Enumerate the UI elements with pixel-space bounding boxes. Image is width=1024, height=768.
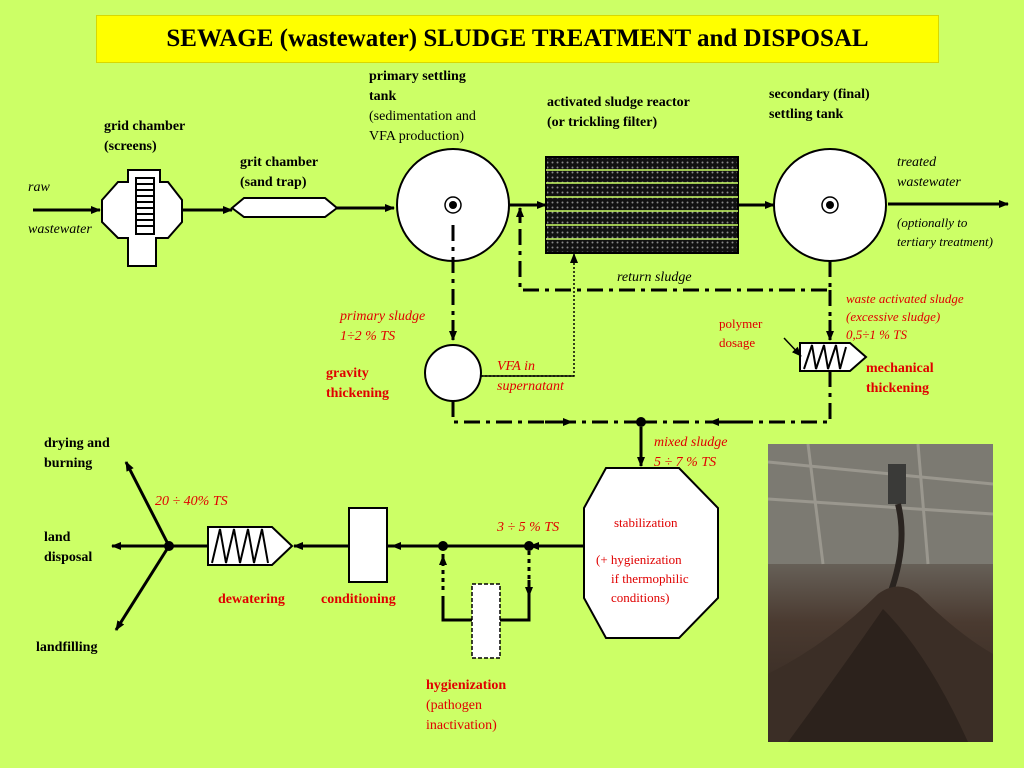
land-disposal-label-2: disposal: [44, 550, 93, 565]
hygienization-sub-2: inactivation): [426, 718, 497, 733]
drying-label: drying and: [44, 436, 110, 451]
stabilization-sub-2: if thermophilic: [611, 571, 689, 586]
stabilization-label: stabilization: [614, 515, 678, 530]
raw-label: raw: [28, 180, 50, 195]
ts-3-5-label: 3 ÷ 5 % TS: [497, 520, 560, 535]
return-sludge-line: [518, 208, 832, 292]
treated-label-2: wastewater: [897, 175, 961, 190]
secondary-settling-tank: [773, 148, 887, 262]
stabilization-sub: (+ hygienization: [596, 552, 682, 567]
grit-chamber: [230, 197, 339, 218]
mixed-sludge-label: mixed sludge: [654, 435, 728, 450]
grid-chamber-sub: (screens): [104, 139, 157, 154]
mixed-sludge-ts: 5 ÷ 7 % TS: [654, 455, 717, 470]
page-title: SEWAGE (wastewater) SLUDGE TREATMENT and…: [96, 15, 939, 63]
drying-label-2: burning: [44, 456, 93, 471]
primary-sludge-ts: 1÷2 % TS: [340, 329, 396, 344]
conditioning-unit: [348, 507, 388, 583]
mechanical-thickener: [799, 342, 868, 372]
polymer-label-2: dosage: [719, 335, 756, 350]
gravity-thickening-label: gravity: [326, 366, 369, 381]
gravity-thickener: [424, 344, 482, 402]
primary-settling-tank: [396, 148, 510, 262]
stabilization-sub-3: conditions): [611, 590, 670, 605]
was-label-2: (excessive sludge): [846, 309, 941, 324]
reactor-label: activated sludge reactor: [547, 95, 690, 110]
hygienization-sub: (pathogen: [426, 698, 482, 713]
gravity-thickening-label-2: thickening: [326, 386, 390, 401]
landfilling-label: landfilling: [36, 640, 98, 655]
tertiary-label: (optionally to: [897, 215, 968, 230]
combined-sludge-line: [451, 371, 832, 424]
secondary-tank-label: secondary (final): [769, 87, 870, 102]
dewatering-label: dewatering: [218, 592, 285, 607]
was-ts: 0,5÷1 % TS: [846, 327, 907, 342]
hygienization-unit: [471, 583, 501, 659]
grid-chamber: [101, 169, 183, 267]
grit-chamber-sub: (sand trap): [240, 175, 307, 190]
wastewater-label: wastewater: [28, 222, 92, 237]
primary-tank-sub: (sedimentation and: [369, 109, 476, 124]
vfa-label: VFA in: [497, 359, 535, 374]
primary-tank-label-2: tank: [369, 89, 397, 104]
grit-chamber-label: grit chamber: [240, 155, 319, 170]
dewatering-unit: [207, 526, 294, 566]
grid-chamber-label: grid chamber: [104, 119, 186, 134]
mechanical-thickening-label: mechanical: [866, 361, 934, 376]
vfa-supernatant-line: [481, 255, 575, 377]
treated-label: treated: [897, 155, 937, 170]
sludge-pile-photo: [768, 444, 993, 742]
secondary-tank-label-2: settling tank: [769, 107, 844, 122]
tertiary-label-2: tertiary treatment): [897, 234, 993, 249]
activated-sludge-reactor: [545, 156, 739, 254]
polymer-label: polymer: [719, 316, 763, 331]
was-label: waste activated sludge: [846, 291, 964, 306]
mechanical-thickening-label-2: thickening: [866, 381, 930, 396]
land-disposal-label: land: [44, 530, 71, 545]
hygienization-label: hygienization: [426, 678, 507, 693]
primary-sludge-label: primary sludge: [340, 309, 426, 324]
conditioning-label: conditioning: [321, 592, 396, 607]
primary-tank-sub-2: VFA production): [369, 129, 465, 144]
primary-tank-label: primary settling: [369, 69, 466, 84]
wastewater-main-line: [33, 200, 1009, 214]
stabilization-digester: [583, 467, 719, 639]
return-sludge-label: return sludge: [617, 270, 692, 285]
ts-20-40-label: 20 ÷ 40% TS: [155, 494, 228, 509]
reactor-sub: (or trickling filter): [547, 115, 658, 130]
vfa-label-2: supernatant: [497, 379, 564, 394]
